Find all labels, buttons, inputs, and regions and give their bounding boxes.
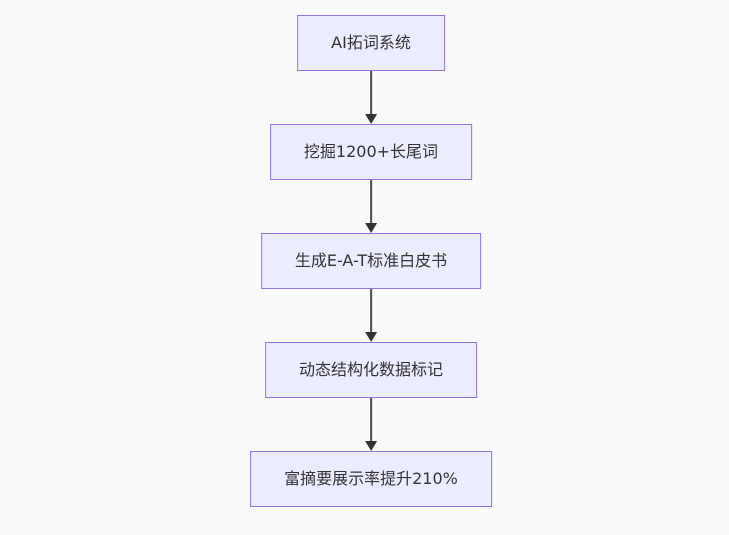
flow-arrow-4 [365,398,377,451]
flow-node-ai-word-expansion-system: AI拓词系统 [297,15,445,71]
arrow-down-icon [365,441,377,451]
flow-arrow-2 [365,180,377,233]
flowchart: AI拓词系统 挖掘1200+长尾词 生成E-A-T标准白皮书 动态结构化数据标记… [250,15,492,507]
arrow-line [370,398,372,442]
flow-node-dynamic-structured-data-markup: 动态结构化数据标记 [264,342,477,398]
arrow-down-icon [365,332,377,342]
flow-node-mine-longtail-keywords: 挖掘1200+长尾词 [269,124,473,180]
arrow-down-icon [365,223,377,233]
arrow-line [370,180,372,224]
arrow-line [370,71,372,115]
flow-node-rich-snippet-rate-increase: 富摘要展示率提升210% [250,451,492,507]
flow-node-generate-eat-whitepaper: 生成E-A-T标准白皮书 [260,233,482,289]
arrow-down-icon [365,114,377,124]
arrow-line [370,289,372,333]
flow-arrow-3 [365,289,377,342]
flow-arrow-1 [365,71,377,124]
